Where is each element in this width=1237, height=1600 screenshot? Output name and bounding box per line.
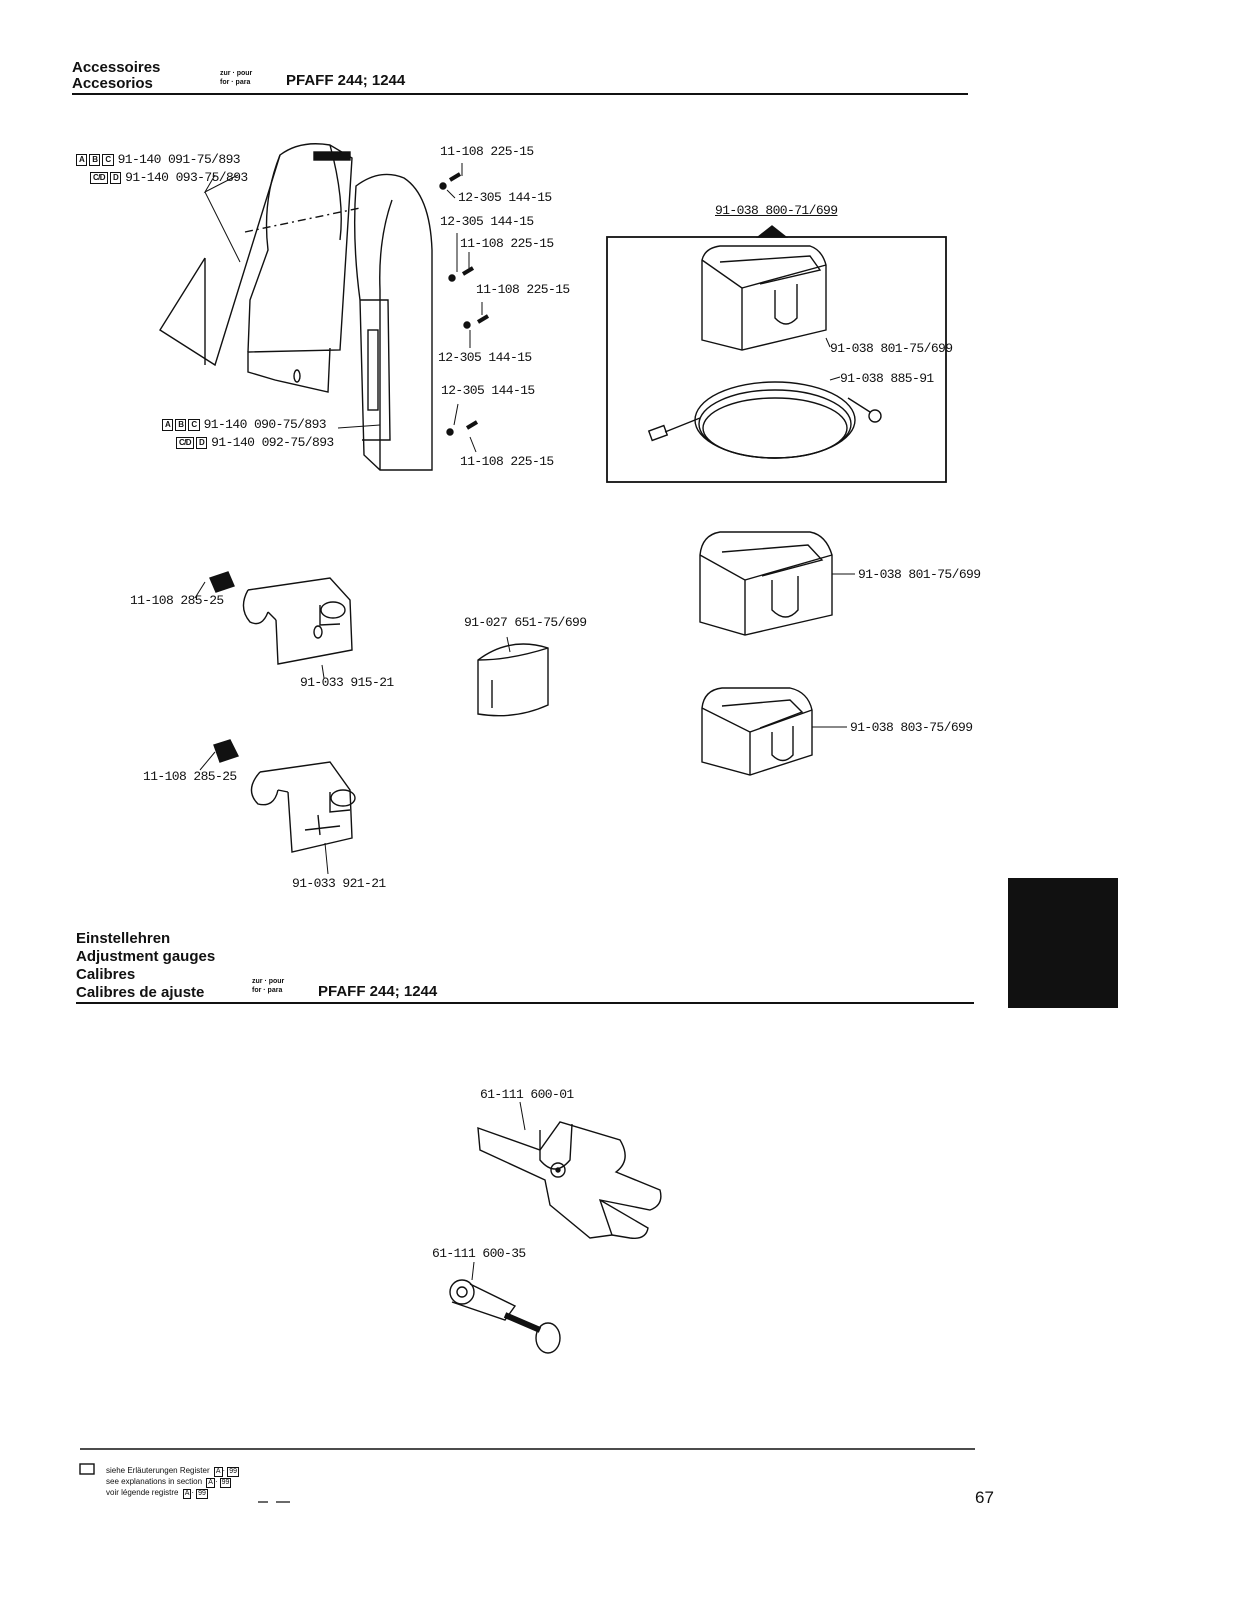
label-bracket-1: 91-033 915-21 (300, 675, 394, 690)
footer-text: voir légende registre (106, 1488, 179, 1497)
footer-line-en: see explanations in section A·99 (106, 1477, 232, 1488)
gauge-803-illustration (701, 687, 847, 776)
page-number: 67 (975, 1488, 994, 1507)
label-washer-3: 12-305 144-15 (438, 350, 532, 365)
header-zur: zur · pour (220, 70, 253, 77)
part-number: 91-140 091-75/893 (117, 152, 241, 167)
variant-c: C (102, 153, 114, 166)
bracket-2-illustration (199, 739, 356, 875)
label-cable: 91-038 885-91 (840, 371, 934, 386)
header-title-fr: Accessoires (72, 59, 161, 76)
header-machine: PFAFF 244; 1244 (286, 72, 406, 89)
label-calibre-set: 61-111 600-01 (480, 1087, 574, 1102)
label-washer-4: 12-305 144-15 (441, 383, 535, 398)
label-gauge-803: 91-038 803-75/699 (850, 720, 973, 735)
variant-d: D (195, 436, 208, 449)
variant-a: A (76, 153, 88, 166)
variant-b: B (175, 418, 187, 431)
footer-box-a: A (206, 1478, 215, 1488)
label-gauge-in-box: 91-038 801-75/699 (830, 341, 953, 356)
label-bracket-screw-1: 11-108 285-25 (130, 593, 224, 608)
section2-for: for · para (252, 987, 283, 994)
belt-guard-back-illustration (159, 143, 353, 393)
label-screw-3: 11-108 225-15 (476, 282, 570, 297)
belt-guard-front-illustration (293, 173, 433, 471)
variant-c: C (188, 418, 200, 431)
label-bracket-screw-2: 11-108 285-25 (143, 769, 237, 784)
footer-text: siehe Erläuterungen Register (106, 1466, 210, 1475)
label-bracket-2: 91-033 921-21 (292, 876, 386, 891)
section2-zur: zur · pour (252, 978, 285, 985)
set-box-frame (606, 236, 947, 483)
header-rule (72, 93, 968, 95)
screw-washer-illustrations (439, 172, 490, 436)
label-washer-2: 12-305 144-15 (440, 214, 534, 229)
legend-box-icon (79, 1463, 95, 1475)
knob-illustration (477, 636, 549, 717)
label-knob: 91-027 651-75/699 (464, 615, 587, 630)
header-title-es: Accesorios (72, 75, 153, 92)
footer-box-b: 99 (196, 1489, 208, 1499)
cable-coil-illustration (647, 381, 882, 459)
section2-rule (76, 1002, 974, 1004)
footer-box-a: A (213, 1467, 223, 1477)
gauge-801-illustration (699, 531, 855, 636)
footer-box-b: 99 (219, 1478, 232, 1488)
variant-a: A (162, 418, 174, 431)
bracket-1-illustration (194, 571, 353, 679)
part-number: 91-140 092-75/893 (211, 435, 334, 450)
variant-d: D (109, 171, 122, 184)
set-pointer-icon (755, 225, 789, 238)
header-for: for · para (220, 79, 251, 86)
label-calibre-clamp: 61-111 600-35 (432, 1246, 526, 1261)
footer-box-b: 99 (227, 1467, 239, 1477)
section2-title-fr: Calibres (76, 966, 136, 983)
label-screw-1: 11-108 225-15 (440, 144, 534, 159)
gauge-in-box-illustration (701, 245, 827, 351)
label-screw-4: 11-108 225-15 (460, 454, 554, 469)
footer-box-a: A (182, 1489, 192, 1499)
section2-title-es: Calibres de ajuste (76, 984, 205, 1001)
footer-line-fr: voir légende registre A·99 (106, 1488, 208, 1499)
label-screw-2: 11-108 225-15 (460, 236, 554, 251)
section2-title-de: Einstellehren (76, 930, 171, 947)
calibre-clamp-illustration (449, 1261, 561, 1354)
section2-machine: PFAFF 244; 1244 (318, 983, 438, 1000)
variant-cd: C/D (90, 171, 108, 184)
variant-cd: C/D (176, 436, 194, 449)
footer-text: see explanations in section (106, 1477, 203, 1486)
footer-line-de: siehe Erläuterungen Register A·99 (106, 1466, 239, 1477)
variant-b: B (89, 153, 101, 166)
section2-title-en: Adjustment gauges (76, 948, 216, 965)
label-gauge-801: 91-038 801-75/699 (858, 567, 981, 582)
calibre-set-illustration (477, 1101, 662, 1239)
register-tab (1008, 878, 1118, 1008)
label-washer-1: 12-305 144-15 (458, 190, 552, 205)
part-number: 91-140 093-75/893 (125, 170, 248, 185)
label-gauge-set: 91-038 800-71/699 (715, 203, 838, 218)
part-number: 91-140 090-75/893 (203, 417, 327, 432)
